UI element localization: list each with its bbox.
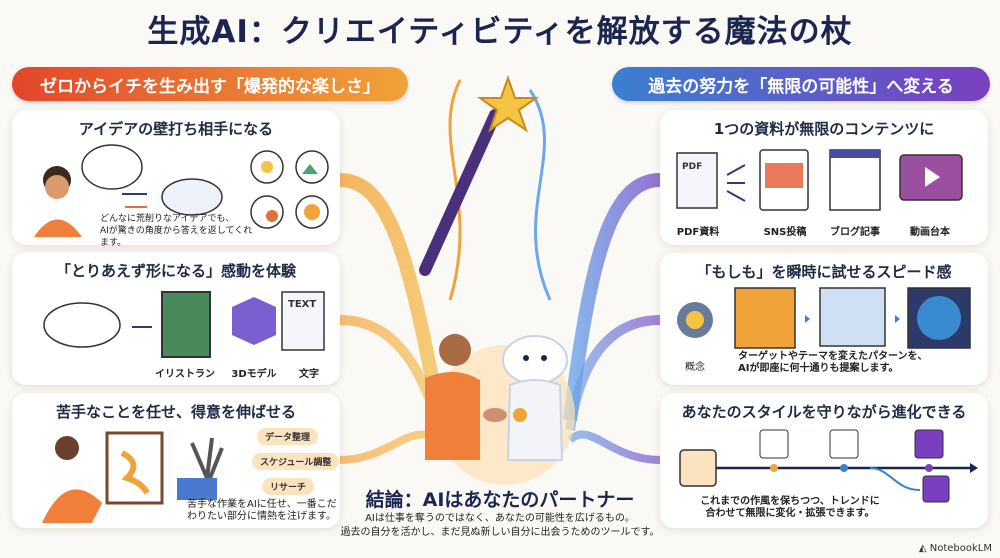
label-blog: ブログ記事: [830, 227, 880, 238]
label-video: 動画台本: [910, 227, 950, 238]
label-concept: 概念: [685, 362, 705, 373]
handshake-icon: [483, 408, 507, 422]
magic-flow-illustration: [339, 74, 661, 485]
left-section-header: ゼロからイチを生み出す「爆発的な楽しさ」: [12, 67, 408, 101]
card-title: 「とりあえず形になる」感動を体験: [55, 262, 296, 280]
illustration-icon: [161, 291, 211, 358]
card-title: 「もしも」を瞬時に試せるスピード感: [696, 263, 952, 281]
persona-icon: [734, 287, 796, 349]
artwork-icon: [829, 429, 859, 459]
idea-illustration: [34, 144, 329, 237]
conclusion: 結論：AIはあなたのパートナー AIは仕事を奪うのではなく、あなたの可能性を広げ…: [330, 485, 670, 540]
card-caption: ターゲットやテーマを変えたパターンを、AIが即座に何十通りも提案します。: [738, 351, 928, 374]
wand-icon: [419, 109, 501, 276]
label-sns: SNS投稿: [763, 227, 807, 238]
artwork-icon: [922, 475, 950, 503]
notebooklm-logo-icon: ◭: [918, 543, 930, 554]
label-text: 文字: [299, 369, 319, 380]
what-if-illustration: [677, 287, 971, 349]
text-document-icon: [281, 291, 325, 351]
card-caption: 苦手な作業をAIに任せ、一番こだわりたい部分に情熱を注げます。: [187, 499, 337, 522]
label-pdf: PDF資料: [676, 227, 720, 238]
timeline-illustration: [679, 429, 978, 503]
conclusion-line: 過去の自分を活かし、まだ見ぬ新しい自分に出会うためのツールです。: [340, 527, 660, 538]
card-one-to-many: 1つの資料が無限のコンテンツに PDF PDF資料 SNS投稿 ブログ記事 動画…: [660, 110, 988, 245]
right-section-header: 過去の努力を「無限の可能性」へ変える: [612, 67, 990, 101]
label-3d-model: 3Dモデル: [231, 369, 277, 380]
hand-tools-icon: [177, 478, 217, 500]
card-caption: これまでの作風を保ちつつ、トレンドに合わせて無限に変化・拡張できます。: [700, 496, 880, 519]
tag-data: データ整理: [257, 428, 319, 445]
tag-schedule: スケジュール調整: [252, 453, 340, 470]
robot-icon: [506, 379, 564, 461]
card-title: 苦手なことを任せ、得意を伸ばせる: [55, 403, 296, 421]
robot-head-icon: [502, 335, 568, 385]
card-title: 1つの資料が無限のコンテンツに: [713, 120, 935, 138]
content-illustration: PDF: [676, 149, 963, 211]
card-idea-partner: アイデアの壁打ち相手になる どんなに荒削りなアイデアでも、AIが驚きの角度から答…: [12, 110, 340, 248]
conclusion-line: AIは仕事を奪うのではなく、あなたの可能性を広げるもの。: [365, 513, 635, 524]
brand-label: ◭ NotebookLM: [918, 543, 992, 554]
presentation-icon: [819, 287, 886, 347]
conclusion-title: 結論：AIはあなたのパートナー: [365, 489, 635, 511]
star-icon: [476, 74, 540, 133]
arrow-icon: [726, 164, 746, 202]
card-title: アイデアの壁打ち相手になる: [78, 120, 274, 138]
artwork-icon: [914, 429, 944, 459]
card-title: あなたのスタイルを守りながら進化できる: [681, 403, 967, 421]
person-icon: [425, 371, 480, 460]
create-illustration: TEXT: [43, 291, 325, 358]
label-illustration: イリストラン: [155, 369, 215, 380]
card-what-if: 「もしも」を瞬時に試せるスピード感 概念 ターゲットやテーマを変えたパターンを、…: [660, 253, 988, 385]
card-style-evolve: あなたのスタイルを守りながら進化できる これまでの作風を保ちつつ、トレンドに合わ…: [660, 393, 988, 528]
3d-model-icon: [232, 297, 276, 345]
svg-text:TEXT: TEXT: [288, 299, 316, 310]
person-icon: [55, 436, 79, 460]
blog-icon: [829, 149, 881, 211]
svg-text:PDF: PDF: [682, 162, 702, 172]
artwork-icon: [679, 449, 717, 487]
page-title: 生成AI：クリエイティビティを解放する魔法の杖: [147, 14, 853, 50]
tag-research: リサーチ: [262, 478, 315, 495]
ai-cloud-icon: [161, 178, 223, 216]
thought-bubble-icon: [81, 144, 143, 190]
person-head-icon: [439, 334, 471, 366]
card-instant-shape: 「とりあえず形になる」感動を体験 TEXT イリストラン 3Dモデル 文字: [12, 252, 340, 385]
card-caption: どんなに荒削りなアイデアでも、AIが驚きの角度から答えを返してくれます。: [100, 214, 253, 248]
card-delegate: 苦手なことを任せ、得意を伸ばせる データ整理 スケジュール調整 リサーチ 苦手な…: [12, 393, 340, 528]
pdf-icon: [676, 152, 718, 209]
artwork-icon: [759, 429, 789, 459]
painter-illustration: [42, 431, 224, 523]
messy-thought-icon: [43, 302, 121, 348]
